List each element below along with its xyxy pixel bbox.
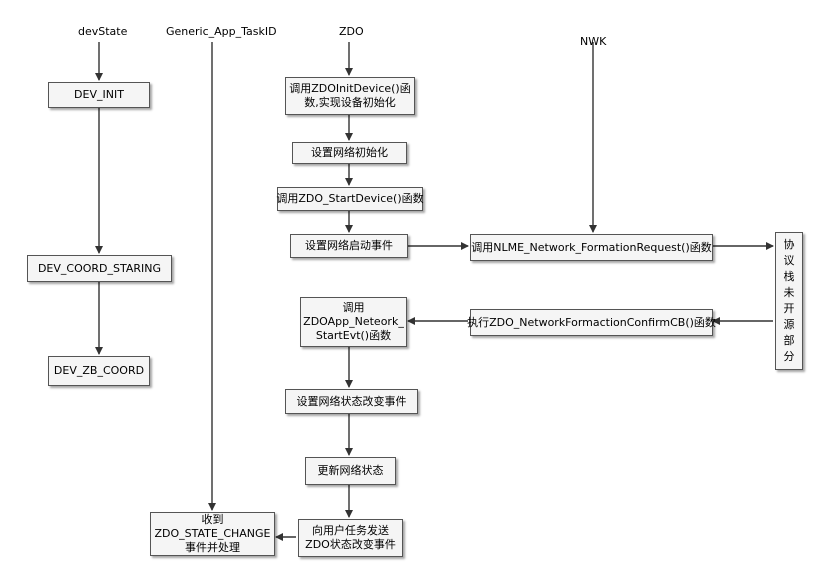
step-state-change-text: 设置网络状态改变事件 bbox=[296, 394, 407, 408]
step-start-event-text: 设置网络启动事件 bbox=[305, 239, 393, 252]
protocol-stack-char: 未 bbox=[783, 286, 795, 299]
receive-line3: 事件并处理 bbox=[185, 541, 240, 554]
protocol-stack-char: 分 bbox=[783, 350, 795, 363]
step-network-start-line3: StartEvt()函数 bbox=[315, 329, 392, 342]
step-state-change: 设置网络状态改变事件 bbox=[285, 389, 418, 414]
step-send-user: 向用户任务发送 ZDO状态改变事件 bbox=[298, 519, 403, 557]
protocol-stack-box: 协 议 栈 未 开 源 部 分 bbox=[775, 232, 803, 370]
step-net-init: 设置网络初始化 bbox=[292, 142, 407, 164]
step-network-start-line1: 调用 bbox=[342, 301, 365, 314]
receive-line2: ZDO_STATE_CHANGE bbox=[154, 527, 271, 540]
step-update-state-text: 更新网络状态 bbox=[317, 464, 384, 477]
step-network-start: 调用 ZDOApp_Neteork_ StartEvt()函数 bbox=[300, 297, 407, 347]
state-dev-coord-staring-text: DEV_COORD_STARING bbox=[37, 261, 162, 275]
step-init-device-line2: 数,实现设备初始化 bbox=[304, 96, 396, 109]
protocol-stack-char: 部 bbox=[783, 334, 795, 347]
step-formation-confirm-text: 执行ZDO_NetworkFormactionConfirmCB()函数 bbox=[467, 315, 716, 329]
step-net-init-text: 设置网络初始化 bbox=[311, 146, 388, 159]
state-dev-init-text: DEV_INIT bbox=[74, 88, 124, 101]
step-start-event: 设置网络启动事件 bbox=[290, 234, 408, 258]
step-init-device-line1: 调用ZDOInitDevice()函 bbox=[289, 82, 411, 95]
lane-taskid-label: Generic_App_TaskID bbox=[166, 25, 277, 38]
protocol-stack-char: 议 bbox=[783, 254, 795, 267]
receive-line1: 收到 bbox=[201, 513, 224, 526]
step-start-device: 调用ZDO_StartDevice()函数 bbox=[276, 187, 424, 211]
step-network-start-line2: ZDOApp_Neteork_ bbox=[303, 315, 404, 328]
step-formation-request-text: 调用NLME_Network_FormationRequest()函数 bbox=[471, 240, 712, 254]
step-formation-request: 调用NLME_Network_FormationRequest()函数 bbox=[470, 234, 713, 261]
state-dev-zb-coord: DEV_ZB_COORD bbox=[48, 356, 150, 386]
step-send-user-line2: ZDO状态改变事件 bbox=[305, 538, 396, 551]
protocol-stack-char: 协 bbox=[783, 238, 795, 251]
protocol-stack-char: 源 bbox=[783, 318, 795, 331]
step-init-device: 调用ZDOInitDevice()函 数,实现设备初始化 bbox=[285, 77, 415, 115]
lane-nwk-label: NWK bbox=[580, 35, 607, 48]
protocol-stack-char: 栈 bbox=[783, 270, 795, 283]
lane-zdo-label: ZDO bbox=[339, 25, 364, 38]
step-formation-confirm: 执行ZDO_NetworkFormactionConfirmCB()函数 bbox=[467, 309, 716, 336]
step-send-user-line1: 向用户任务发送 bbox=[312, 524, 389, 537]
lane-devstate-label: devState bbox=[78, 25, 128, 38]
state-dev-coord-staring: DEV_COORD_STARING bbox=[27, 255, 172, 282]
step-start-device-text: 调用ZDO_StartDevice()函数 bbox=[276, 192, 424, 205]
state-dev-init: DEV_INIT bbox=[48, 82, 150, 108]
protocol-stack-char: 开 bbox=[783, 302, 795, 315]
state-dev-zb-coord-text: DEV_ZB_COORD bbox=[53, 364, 145, 377]
step-update-state: 更新网络状态 bbox=[305, 457, 396, 485]
receive-event-box: 收到 ZDO_STATE_CHANGE 事件并处理 bbox=[150, 512, 275, 556]
